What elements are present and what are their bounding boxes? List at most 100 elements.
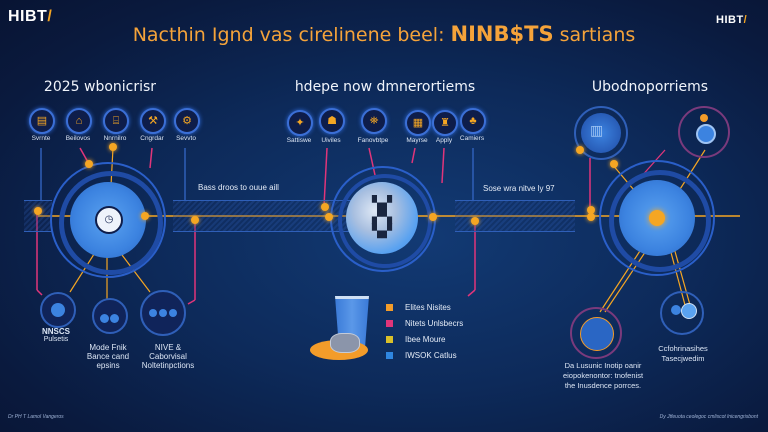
node-label-1: NNSCS Pulsetis [26, 327, 86, 343]
node-line: Pulsetis [43, 336, 69, 343]
icon-label: Sattiswe [286, 137, 312, 144]
node-line: Caborvisal [149, 352, 187, 361]
icon-label: Mayrse [406, 137, 428, 144]
node-line: Ccfohrinasihes [658, 344, 708, 353]
node-circle-3[interactable] [140, 290, 186, 336]
node-dot [141, 212, 149, 220]
node-line: Bance cand [86, 352, 130, 361]
legend-item: Nitets Unlsbecrs [386, 315, 516, 331]
section-1-icon-row: ▤ Svrnte ⌂ Beilovos ⌸ Nnrnilro ⚒ Cngrdar… [19, 108, 209, 148]
node-line: the Inusdence porrces. [564, 381, 642, 390]
legend-swatch [386, 351, 393, 359]
orb-2[interactable]: ▚▞▞▚▚▞ [330, 166, 436, 272]
legend-swatch [386, 303, 393, 311]
node-line: eiopokenontor: tnofenist [562, 371, 644, 380]
gear-icon: ⚙ [174, 108, 200, 134]
map-collage-icon: ▚▞▞▚▚▞ [372, 195, 392, 238]
node-line: Da Lusunic Inotip oanir [564, 361, 642, 370]
core-node [649, 210, 665, 226]
legend-swatch [386, 319, 393, 327]
legend-label: Elites Nisites [405, 302, 451, 312]
building-icon: ⌂ [66, 108, 92, 134]
section-2-icon-row: ✦ Sattiswe ☗ Uiviles ⛯ Fanovbtpe ▦ Mayrs… [277, 108, 487, 148]
node-dot [587, 213, 595, 221]
node-label-5: Ccfohrinasihes Tasecjwedim [650, 344, 716, 364]
node-line: Tasecjwedim [661, 354, 705, 363]
node-label-4: Da Lusunic Inotip oanir eiopokenontor: t… [548, 361, 658, 391]
legend-item: IWSOK Catlus [386, 347, 516, 363]
node-dot [191, 216, 199, 224]
person-icon: ♜ [432, 110, 458, 136]
node-label-2: Mode Fnik Bance cand epsins [78, 343, 138, 370]
icon-label: Fanovbtpe [357, 137, 389, 144]
icon-label: Camiers [459, 135, 485, 142]
node-dot [587, 206, 595, 214]
node-dot [610, 160, 618, 168]
title-prefix: Nacthin Ignd vas cirelinene beel: [132, 24, 451, 46]
icon-label: Sevvto [176, 135, 196, 142]
user-icon: ☗ [319, 108, 345, 134]
band-middle-2 [455, 200, 575, 232]
node-dot [429, 213, 437, 221]
legend-swatch [386, 335, 393, 343]
node-circle-1[interactable] [40, 292, 76, 328]
node-dot [471, 217, 479, 225]
document-icon: ▤ [29, 108, 55, 134]
node-line: Noltetinpctions [141, 361, 195, 370]
legend-item: Ibee Moure [386, 331, 516, 347]
band-left [24, 200, 52, 232]
section-1-title: 2025 wbonicrisr [43, 79, 157, 95]
logo-slash: / [47, 8, 53, 25]
page-title: Nacthin Ignd vas cirelinene beel: NINB$T… [0, 22, 768, 46]
legend-item: Elites Nisites [386, 299, 516, 315]
legend-label: IWSOK Catlus [405, 350, 457, 360]
node-dot [325, 213, 333, 221]
title-emphasis: NINB$TS [450, 22, 554, 46]
bank-icon: ⌸ [103, 108, 129, 134]
node-dot [576, 146, 584, 154]
clock-icon: ◷ [95, 206, 123, 234]
node-title: NNSCS [41, 327, 70, 336]
icon-label: Beilovos [65, 135, 91, 142]
node-dot [109, 143, 117, 151]
legend: Elites Nisites Nitets Unlsbecrs Ibee Mou… [386, 299, 516, 363]
tools-icon: ⚒ [140, 108, 166, 134]
legend-label: Ibee Moure [405, 334, 446, 344]
node-dot [34, 207, 42, 215]
band-1-text: Bass droos to ouue aill [198, 183, 279, 192]
node-dot [85, 160, 93, 168]
footer-left: Dr PH T Lamol Vangeros [8, 414, 64, 420]
node-title: NIVE & [154, 343, 182, 352]
stone-illustration [330, 333, 360, 353]
chart-icon: ✦ [287, 110, 313, 136]
logo-right: HIBT/ [716, 14, 747, 26]
icon-label: Nnrnilro [103, 135, 127, 142]
node-label-3: NIVE & Caborvisal Noltetinpctions [132, 343, 204, 370]
icon-label: Cngrdar [140, 135, 164, 142]
legend-label: Nitets Unlsbecrs [405, 318, 464, 328]
section-2-title: hdepe now dmnerortiems [294, 79, 476, 95]
logo-text: HIBT [8, 8, 48, 25]
band-2-text: Sose wra nitve ly 97 [483, 184, 555, 193]
logo-text: HIBT [716, 14, 744, 26]
node-circle-2[interactable] [92, 298, 128, 334]
logo-slash: / [743, 14, 748, 26]
orb-3b[interactable] [678, 106, 730, 158]
icon-label: Apply [435, 137, 453, 144]
city-icon: ▥ [590, 122, 604, 138]
orb-3-main[interactable] [599, 160, 715, 276]
orb-3a[interactable]: ▥ [574, 106, 628, 160]
node-circle-4[interactable] [570, 307, 622, 359]
icon-label: Uiviles [321, 137, 341, 144]
logo-left: HIBT/ [8, 8, 52, 26]
node-circle-5[interactable] [660, 291, 704, 335]
icon-label: Svrnte [31, 135, 51, 142]
section-3-title: Ubodnoporriems [591, 79, 709, 95]
map-icon: ⛯ [361, 108, 387, 134]
footer-right: Dy Jtfeuota ceolegoc cmliscot lnicengris… [659, 414, 758, 420]
node-dot [321, 203, 329, 211]
document-icon: ▦ [405, 110, 431, 136]
node-title: Mode Fnik [89, 343, 127, 352]
title-suffix: sartians [553, 24, 636, 46]
orb-1[interactable]: ◷ [50, 162, 166, 278]
